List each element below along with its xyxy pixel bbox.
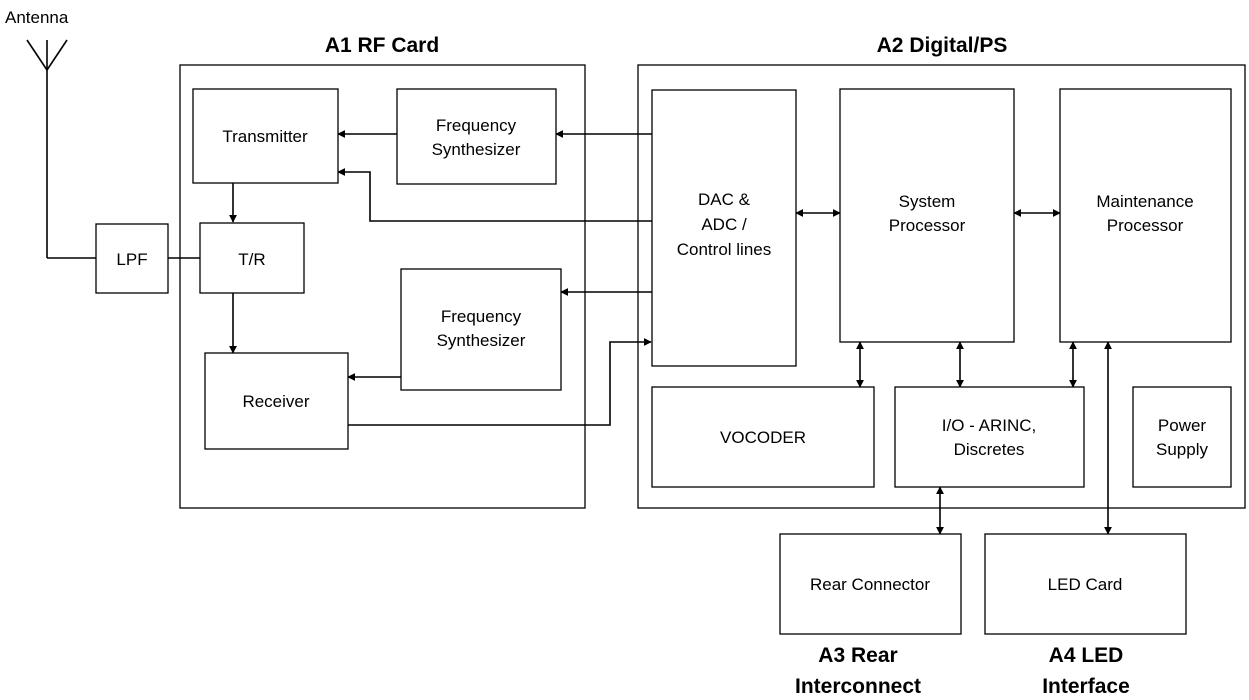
dac-label-1: DAC & [698,190,751,209]
a3-title-line1: A3 Rear [818,644,897,667]
io-label-1: I/O - ARINC, [942,416,1036,435]
freq-synth-tx-label-1: Frequency [436,116,517,135]
power-supply-label-1: Power [1158,416,1207,435]
tr-switch-label: T/R [238,250,265,269]
dac-adc-block [651,89,797,367]
wire-dac-transmitter [337,168,652,222]
lpf-label: LPF [116,250,147,269]
io-arinc-block [894,386,1085,488]
dac-label-2: ADC / [701,215,747,234]
connections [168,130,1112,535]
freq-synth-tx-label-2: Synthesizer [432,140,521,159]
rear-connector-label: Rear Connector [810,575,930,594]
antenna-icon [26,39,96,259]
maintenance-processor-label-2: Processor [1107,216,1184,235]
dac-label-3: Control lines [677,240,772,259]
wire-receiver-dac [348,338,652,426]
freq-synth-rx-label-2: Synthesizer [437,331,526,350]
a2-title: A2 Digital/PS [877,34,1008,57]
receiver-label: Receiver [242,392,309,411]
freq-synth-rx-label-1: Frequency [441,307,522,326]
freq-synth-rx-block [400,268,562,391]
transmitter-label: Transmitter [222,127,308,146]
io-label-2: Discretes [954,440,1025,459]
lpf-block [95,223,169,294]
vocoder-block [651,386,875,488]
transmitter-block [192,88,339,184]
system-processor-block [839,88,1015,343]
system-processor-label-1: System [899,192,956,211]
a4-title-line2: Interface [1042,675,1130,698]
rear-connector-block [779,533,962,635]
power-supply-block [1132,386,1232,488]
led-card-label: LED Card [1048,575,1123,594]
power-supply-label-2: Supply [1156,440,1208,459]
receiver-block [204,352,349,450]
tr-switch-block [199,222,305,294]
maintenance-processor-block [1059,88,1232,343]
a3-title-line2: Interconnect [795,675,921,698]
maintenance-processor-label-1: Maintenance [1096,192,1193,211]
freq-synth-tx-block [396,88,557,185]
a1-rf-card [179,64,586,509]
antenna-label: Antenna [5,8,69,27]
a1-title: A1 RF Card [325,34,439,57]
led-card-block [984,533,1187,635]
vocoder-label: VOCODER [720,428,806,447]
system-processor-label-2: Processor [889,216,966,235]
a4-title-line1: A4 LED [1049,644,1124,667]
